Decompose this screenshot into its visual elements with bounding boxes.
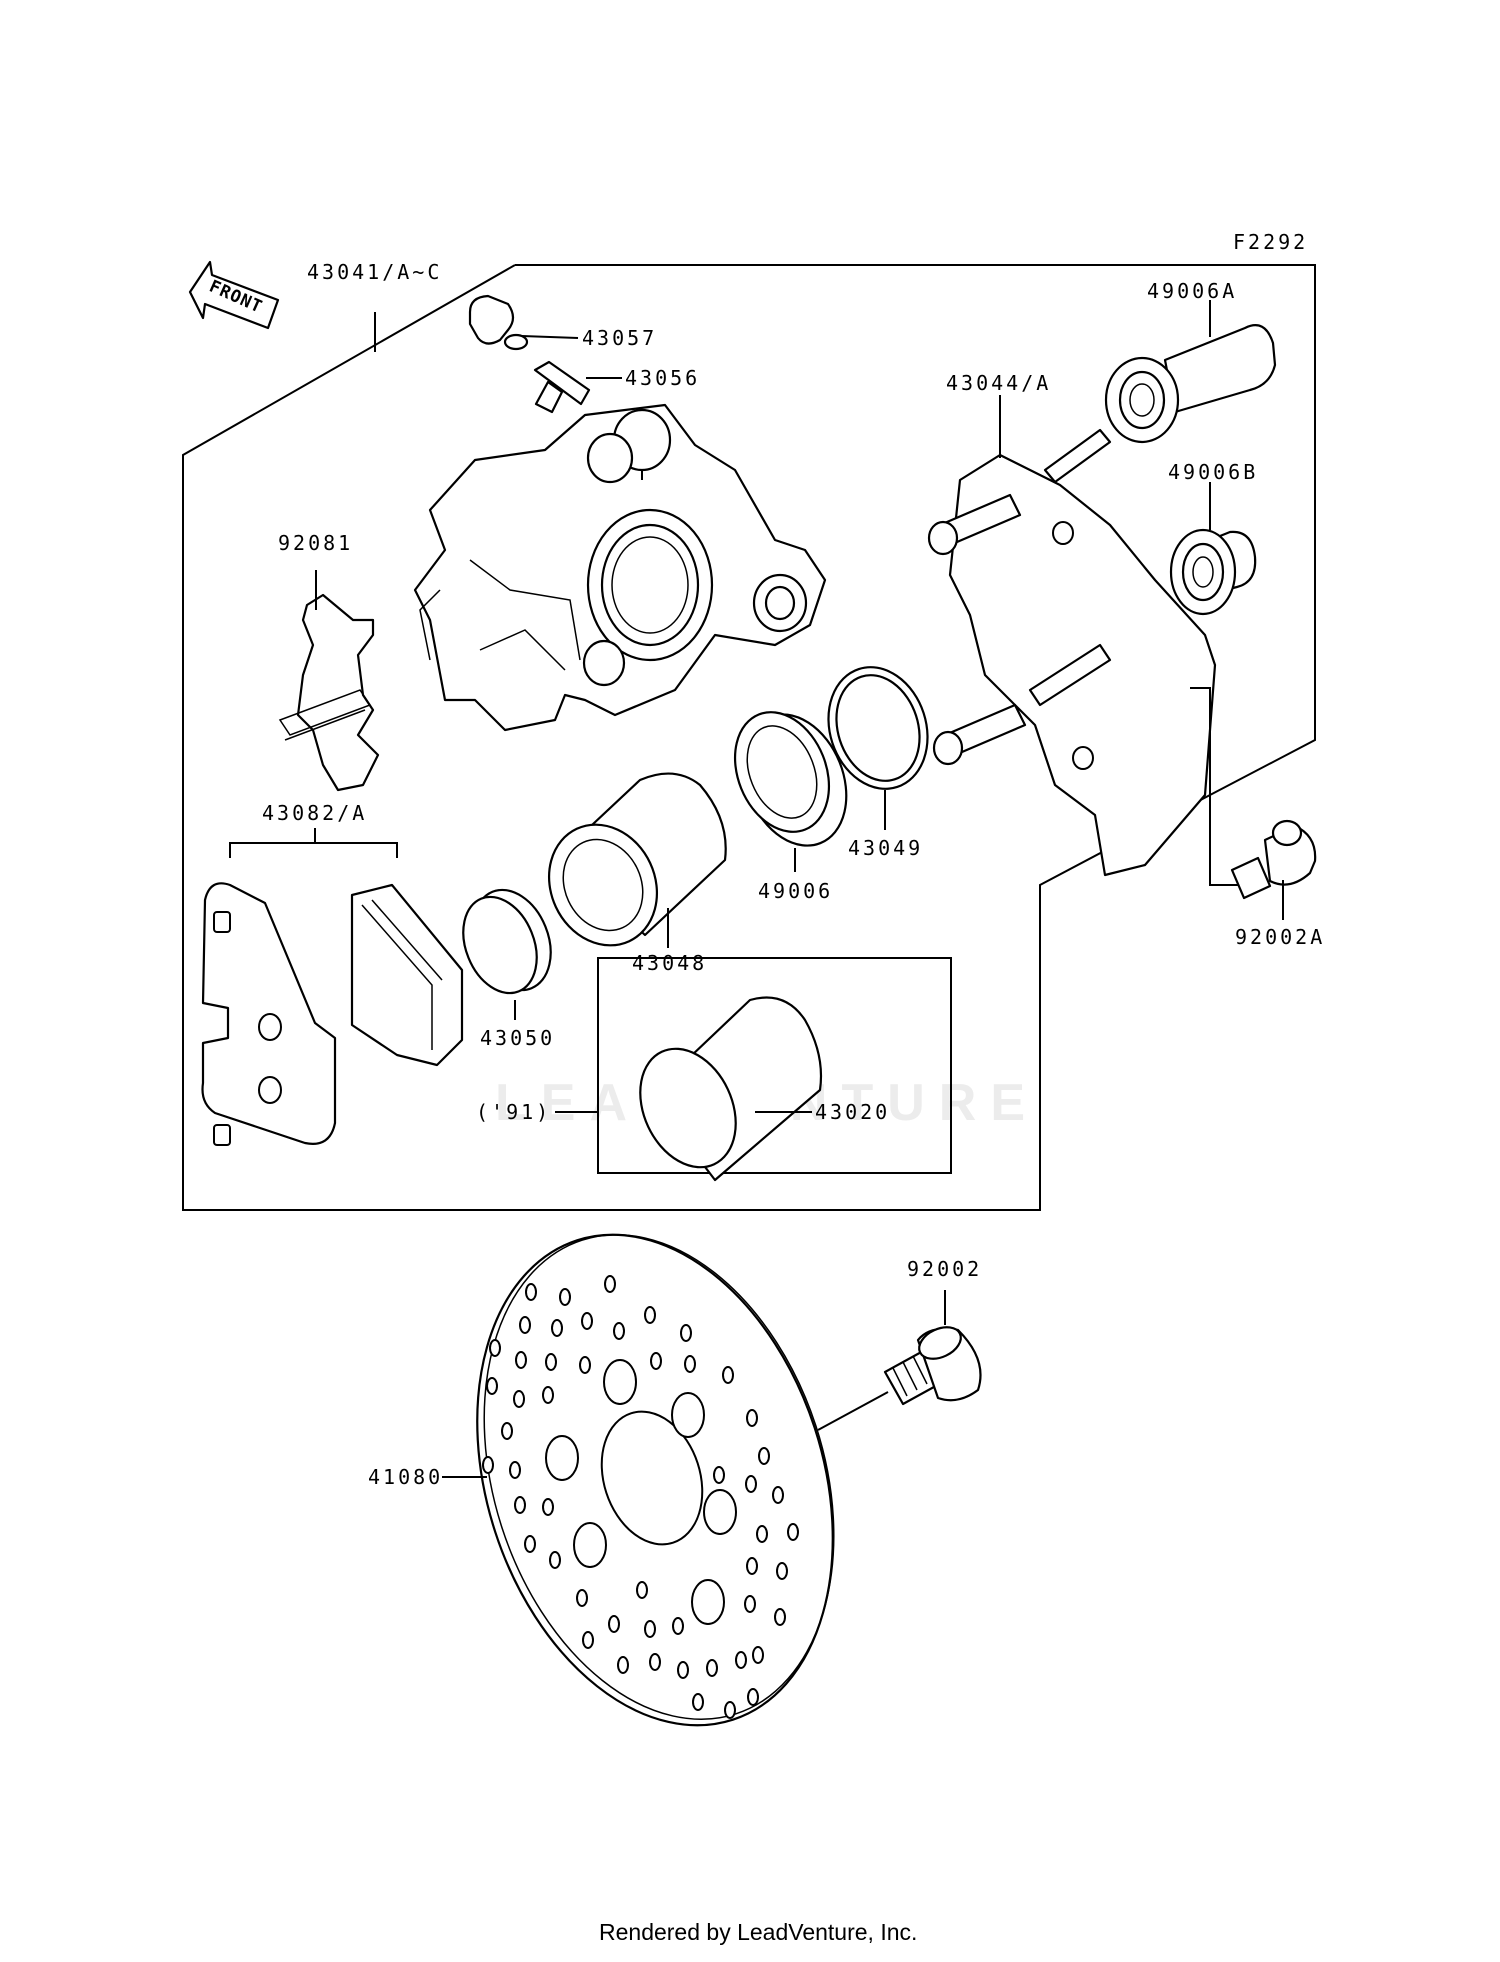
label-43056: 43056 <box>625 366 700 390</box>
label-49006a: 49006A <box>1147 279 1237 303</box>
dust-seal-part <box>733 711 848 872</box>
caliper-body-part <box>413 403 827 732</box>
label-43020: 43020 <box>815 1100 890 1124</box>
label-43082: 43082/A <box>262 801 367 825</box>
label-year-note: ('91) <box>476 1100 551 1124</box>
label-43048: 43048 <box>632 951 707 975</box>
piston-91-part <box>639 996 823 1182</box>
label-92002a: 92002A <box>1235 925 1325 949</box>
label-41080: 41080 <box>368 1465 443 1489</box>
piston-cap-part <box>462 888 552 1020</box>
caliper-holder-part <box>927 395 1217 877</box>
boot-b-part <box>1169 482 1257 616</box>
label-92081: 92081 <box>278 531 353 555</box>
label-43050: 43050 <box>480 1026 555 1050</box>
bleed-valve-part <box>533 360 622 414</box>
bleed-cap-part <box>468 294 579 351</box>
seal-ring-part <box>827 666 929 830</box>
pad-spring-part <box>278 570 380 792</box>
boot-a-part <box>1104 300 1277 444</box>
label-43041: 43041/A~C <box>307 260 442 284</box>
label-43044: 43044/A <box>946 371 1051 395</box>
brake-pad-outer-part <box>201 882 337 1146</box>
label-43057: 43057 <box>582 326 657 350</box>
label-49006b: 49006B <box>1168 460 1258 484</box>
disc-vent-holes <box>482 1275 799 1719</box>
piston-part <box>547 772 727 948</box>
footer-credit: Rendered by LeadVenture, Inc. <box>599 1919 917 1945</box>
label-49006: 49006 <box>758 879 833 903</box>
label-92002: 92002 <box>907 1257 982 1281</box>
label-43049: 43049 <box>848 836 923 860</box>
caliper-bolt-part <box>1230 819 1317 920</box>
caliper-assembly-outline <box>182 264 1316 1211</box>
figure-code: F2292 <box>1233 230 1308 254</box>
piston-91-inset-box <box>597 957 952 1174</box>
brake-disc-part <box>442 1233 835 1727</box>
front-arrow-icon: FRONT <box>188 260 280 330</box>
brake-pad-inner-part <box>350 883 464 1067</box>
disc-bolt-part <box>817 1290 982 1431</box>
